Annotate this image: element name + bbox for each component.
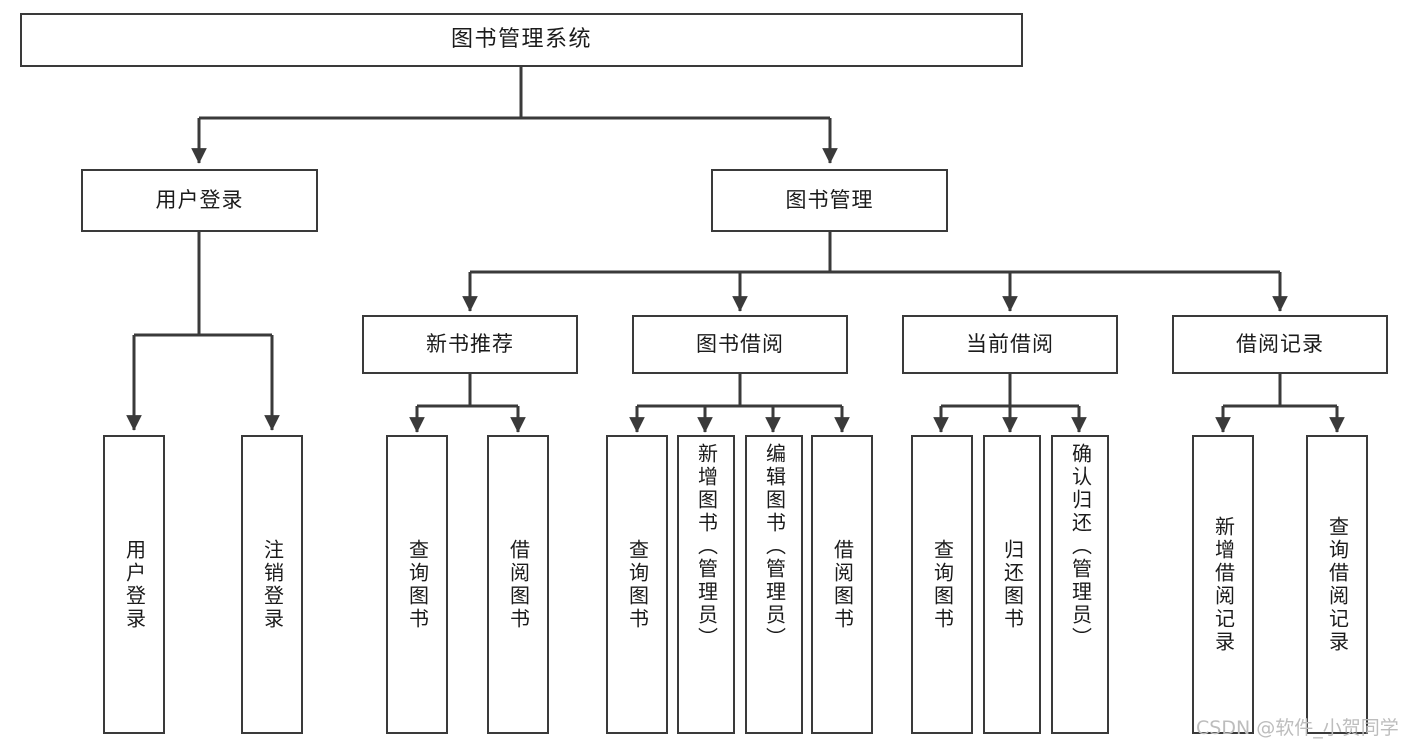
leaf-new-book-borrow-book[interactable]: 借阅图书 — [487, 435, 549, 734]
node-label: 查询借阅记录 — [1325, 515, 1350, 654]
node-current-borrow[interactable]: 当前借阅 — [902, 315, 1118, 374]
node-label: 新增图书（管理员） — [694, 443, 719, 650]
leaf-current-query-book[interactable]: 查询图书 — [911, 435, 973, 734]
node-user-login[interactable]: 用户登录 — [81, 169, 318, 232]
node-label: 确认归还（管理员） — [1068, 443, 1093, 650]
csdn-watermark: CSDN @软件_小贺同学 — [1196, 717, 1399, 739]
node-label: 当前借阅 — [966, 332, 1054, 357]
leaf-borrow-edit-book-admin[interactable]: 编辑图书（管理员） — [745, 435, 803, 734]
leaf-borrow-borrow-book[interactable]: 借阅图书 — [811, 435, 873, 734]
node-root-book-management-system[interactable]: 图书管理系统 — [20, 13, 1023, 67]
leaf-record-query-record[interactable]: 查询借阅记录 — [1306, 435, 1368, 734]
node-label: 新书推荐 — [426, 332, 514, 357]
leaf-new-book-query-book[interactable]: 查询图书 — [386, 435, 448, 734]
leaf-user-login-logout[interactable]: 注销登录 — [241, 435, 303, 734]
node-label: 图书管理 — [785, 188, 874, 213]
leaf-borrow-add-book-admin[interactable]: 新增图书（管理员） — [677, 435, 735, 734]
node-label: 查询图书 — [625, 538, 650, 631]
node-label: 用户登录 — [155, 188, 244, 213]
leaf-borrow-query-book[interactable]: 查询图书 — [606, 435, 668, 734]
node-label: 编辑图书（管理员） — [762, 443, 787, 650]
node-label: 注销登录 — [260, 538, 285, 631]
node-label: 图书借阅 — [696, 332, 784, 357]
node-borrow-record[interactable]: 借阅记录 — [1172, 315, 1388, 374]
node-book-management[interactable]: 图书管理 — [711, 169, 948, 232]
node-label: 借阅图书 — [506, 538, 531, 631]
leaf-current-confirm-return-admin[interactable]: 确认归还（管理员） — [1051, 435, 1109, 734]
node-label: 查询图书 — [930, 538, 955, 631]
node-label: 借阅记录 — [1236, 332, 1324, 357]
node-label: 归还图书 — [1000, 538, 1025, 631]
node-label: 新增借阅记录 — [1211, 515, 1236, 654]
leaf-current-return-book[interactable]: 归还图书 — [983, 435, 1041, 734]
node-label: 查询图书 — [405, 538, 430, 631]
node-label: 图书管理系统 — [450, 27, 592, 53]
leaf-record-add-record[interactable]: 新增借阅记录 — [1192, 435, 1254, 734]
leaf-user-login-login[interactable]: 用户登录 — [103, 435, 165, 734]
node-new-book-recommend[interactable]: 新书推荐 — [362, 315, 578, 374]
node-book-borrow[interactable]: 图书借阅 — [632, 315, 848, 374]
node-label: 借阅图书 — [830, 538, 855, 631]
node-label: 用户登录 — [122, 538, 147, 631]
